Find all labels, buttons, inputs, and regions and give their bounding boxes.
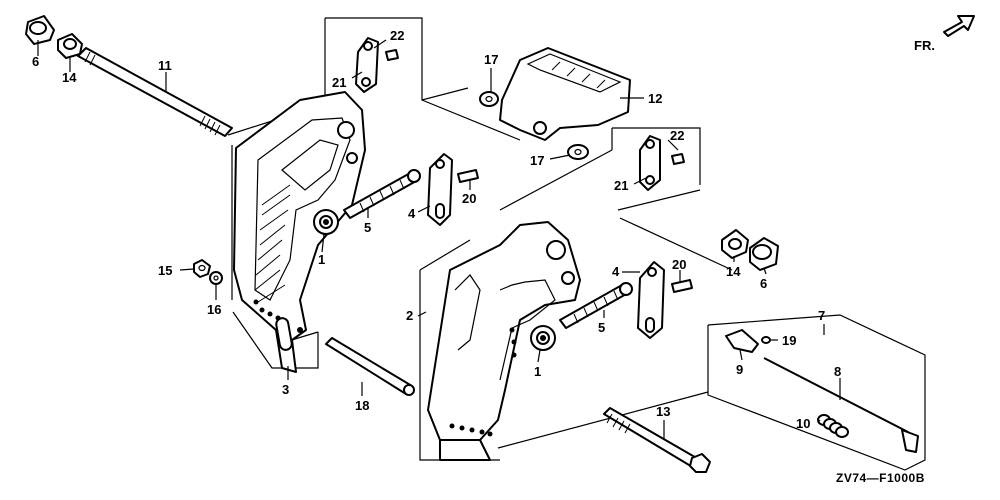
callout-21-right: 21 (614, 178, 628, 193)
washer-1-right (530, 325, 556, 351)
callout-7: 7 (818, 308, 825, 323)
callout-18: 18 (355, 398, 369, 413)
leader-lines (37, 39, 841, 440)
callout-2: 2 (406, 308, 413, 323)
callout-14-top: 14 (62, 70, 77, 85)
swivel-piece-12 (499, 47, 631, 141)
callout-1-left: 1 (318, 252, 325, 267)
washer-17-bottom (567, 144, 589, 160)
callout-17-bottom: 17 (530, 153, 544, 168)
washer-1-left (313, 209, 339, 235)
nut-15 (193, 259, 211, 278)
callout-9: 9 (736, 362, 743, 377)
grip-9 (725, 329, 759, 353)
callout-numbers: 6 14 11 22 21 17 12 17 22 21 4 20 5 1 15… (32, 28, 841, 431)
cap-nut-6-right (749, 237, 779, 271)
link-21-left (355, 37, 379, 93)
callout-20-right: 20 (672, 257, 686, 272)
callout-14-right: 14 (726, 264, 741, 279)
front-direction-label: FR. (914, 38, 935, 53)
callout-8: 8 (834, 364, 841, 379)
callout-5-left: 5 (364, 220, 371, 235)
arm-4-left (427, 153, 453, 226)
spring-5-right (559, 282, 633, 329)
stern-bracket-3 (233, 91, 366, 373)
callout-21-left: 21 (332, 75, 346, 90)
tilt-rod-8 (763, 357, 919, 453)
callout-13: 13 (656, 404, 670, 419)
callout-15: 15 (158, 263, 172, 278)
pin-22-right (671, 153, 685, 165)
pin-22-left (385, 49, 399, 61)
group-frame-lines (227, 17, 926, 471)
link-21-right (639, 135, 661, 191)
washer-16 (209, 271, 223, 285)
callout-12: 12 (648, 91, 662, 106)
washer-17-top (479, 91, 499, 107)
cap-nut-6-top (25, 15, 55, 45)
clip-19 (761, 336, 771, 344)
lock-nut-14-top (57, 33, 83, 59)
callout-17-top: 17 (484, 52, 498, 67)
callout-1-right: 1 (534, 364, 541, 379)
stern-bracket-2 (427, 221, 581, 461)
callout-4-right: 4 (612, 264, 620, 279)
arm-4-right (637, 261, 665, 339)
tube-18 (325, 337, 415, 396)
front-direction-indicator: FR. (914, 15, 975, 53)
callout-5-right: 5 (598, 320, 605, 335)
bolt-11 (77, 47, 233, 137)
pin-20-left (457, 169, 479, 183)
callout-3: 3 (282, 382, 289, 397)
callout-6-top: 6 (32, 54, 39, 69)
callout-6-right: 6 (760, 276, 767, 291)
spring-5-left (343, 169, 421, 219)
callout-11: 11 (158, 58, 172, 73)
lock-nut-14-right (721, 229, 749, 259)
callout-16: 16 (207, 302, 221, 317)
callout-4-left: 4 (408, 206, 416, 221)
callout-22-right: 22 (670, 128, 684, 143)
figure-code: ZV74—F1000B (836, 471, 925, 485)
callout-22-left: 22 (390, 28, 404, 43)
bolt-13 (603, 407, 711, 473)
callout-10: 10 (796, 416, 810, 431)
pin-20-right (671, 279, 693, 293)
callout-19: 19 (782, 333, 796, 348)
spring-10 (817, 414, 849, 438)
callout-20-left: 20 (462, 191, 476, 206)
